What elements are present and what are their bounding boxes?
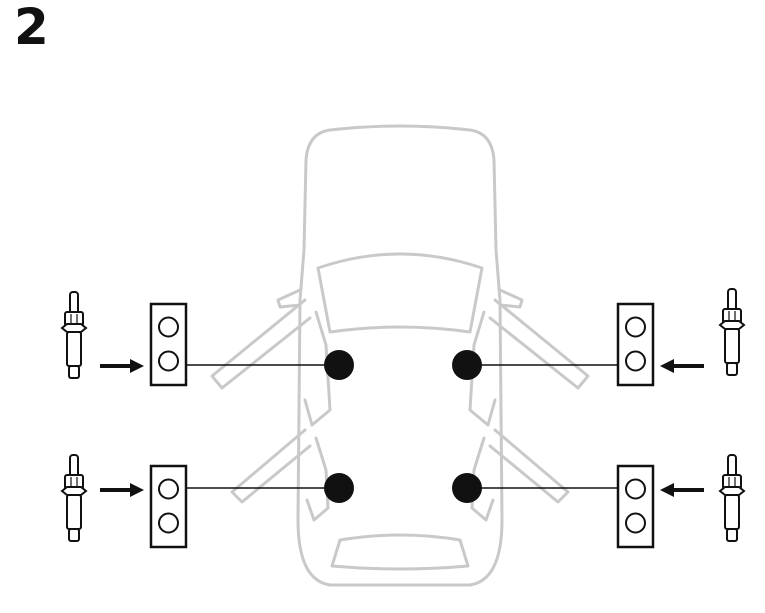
- stud-bolt-rear-right: [719, 454, 745, 542]
- mount-point-rear-left: [324, 473, 354, 503]
- stud-bolt-front-right: [719, 288, 745, 376]
- mounting-points: [324, 350, 482, 503]
- car-outline: [210, 124, 590, 587]
- stud-bolt-front-left: [61, 291, 87, 379]
- plate-rear-left: [149, 464, 188, 549]
- arrow-front-left: [98, 357, 146, 375]
- arrow-rear-left: [98, 481, 146, 499]
- plate-front-left: [149, 302, 188, 387]
- plate-rear-right: [616, 464, 655, 549]
- mount-point-front-right: [452, 350, 482, 380]
- mount-point-rear-right: [452, 473, 482, 503]
- arrow-rear-right: [658, 481, 706, 499]
- plate-front-right: [616, 302, 655, 387]
- stud-bolt-rear-left: [61, 454, 87, 542]
- mount-point-front-left: [324, 350, 354, 380]
- arrow-front-right: [658, 357, 706, 375]
- connector-lines: [186, 364, 620, 489]
- step-number: 2: [14, 0, 49, 56]
